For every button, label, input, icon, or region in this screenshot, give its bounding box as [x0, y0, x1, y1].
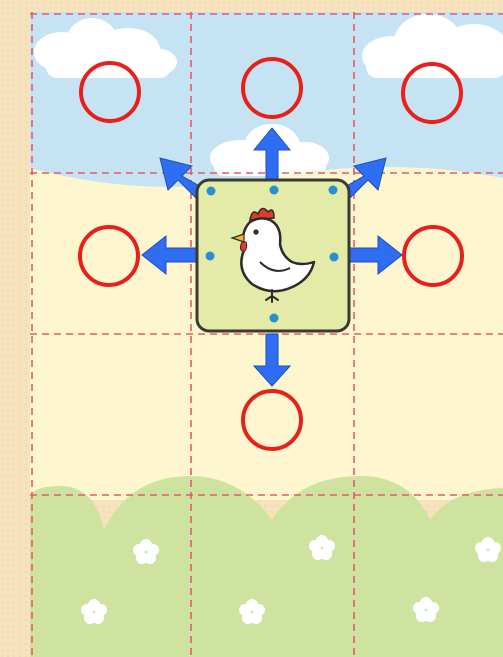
chicken-piece[interactable]	[197, 180, 349, 331]
